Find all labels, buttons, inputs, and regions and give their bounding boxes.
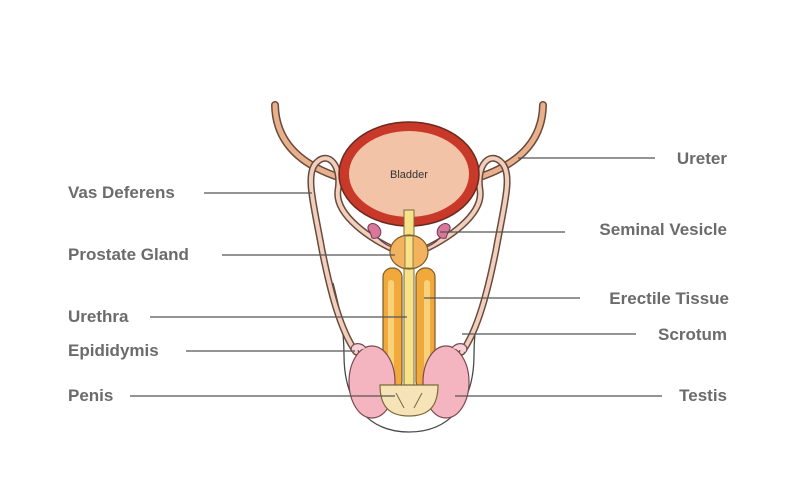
vas-deferens [307, 154, 511, 356]
label-epididymis: Epididymis [68, 341, 159, 360]
penis [379, 384, 439, 417]
label-penis: Penis [68, 386, 113, 405]
prostate-gland [389, 234, 429, 270]
label-ureter: Ureter [677, 149, 727, 168]
label-testis: Testis [679, 386, 727, 405]
label-vas-deferens: Vas Deferens [68, 183, 175, 202]
ureters [271, 101, 547, 184]
leader-lines [130, 157, 662, 397]
label-scrotum: Scrotum [658, 325, 727, 344]
bladder-label: Bladder [390, 169, 428, 181]
seminal-vesicles [367, 223, 451, 249]
bladder: Bladder [338, 121, 480, 227]
label-erectile-tissue: Erectile Tissue [609, 289, 729, 308]
label-prostate-gland: Prostate Gland [68, 245, 189, 264]
label-urethra: Urethra [68, 307, 129, 326]
label-seminal-vesicle: Seminal Vesicle [599, 220, 727, 239]
scrotum-outline [332, 282, 489, 433]
